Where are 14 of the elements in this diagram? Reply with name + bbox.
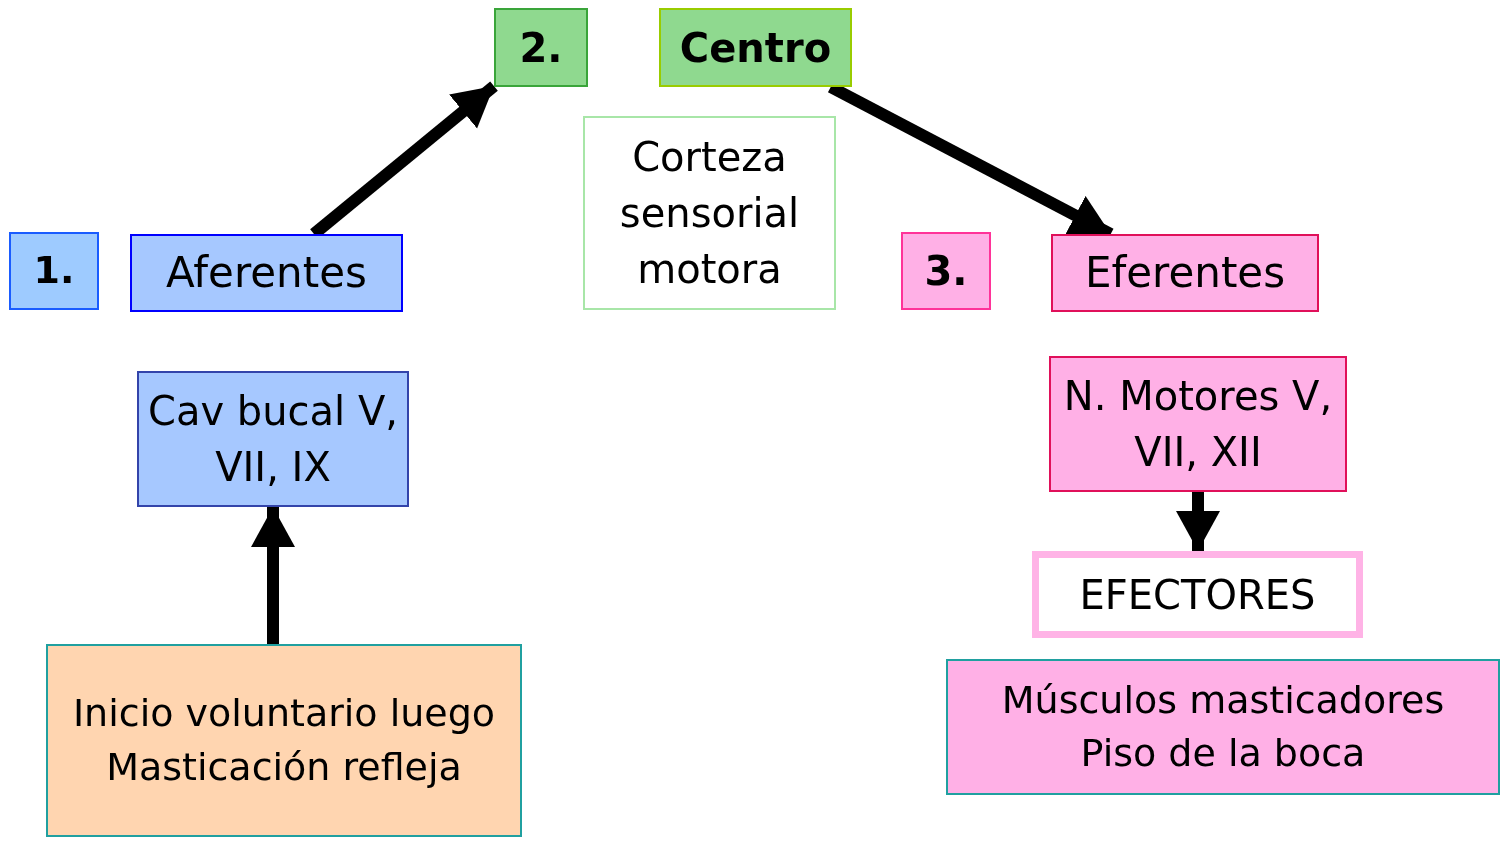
process-box: N. Motores V, VII, XII — [1049, 356, 1347, 492]
arrow — [1176, 492, 1220, 551]
process-box: Centro — [659, 8, 852, 87]
process-box: EFECTORES — [1032, 551, 1363, 638]
process-box: Músculos masticadores Piso de la boca — [946, 659, 1500, 795]
arrow — [251, 507, 295, 644]
process-box: Eferentes — [1051, 234, 1319, 312]
step-number-box: 3. — [901, 232, 991, 310]
step-number-box: 2. — [494, 8, 588, 87]
step-number-box: 1. — [9, 232, 99, 310]
process-box: Cav bucal V, VII, IX — [137, 371, 409, 507]
process-box: Aferentes — [130, 234, 403, 312]
process-box: Inicio voluntario luego Masticación refleja — [46, 644, 522, 837]
process-box: Corteza sensorial motora — [583, 116, 836, 310]
